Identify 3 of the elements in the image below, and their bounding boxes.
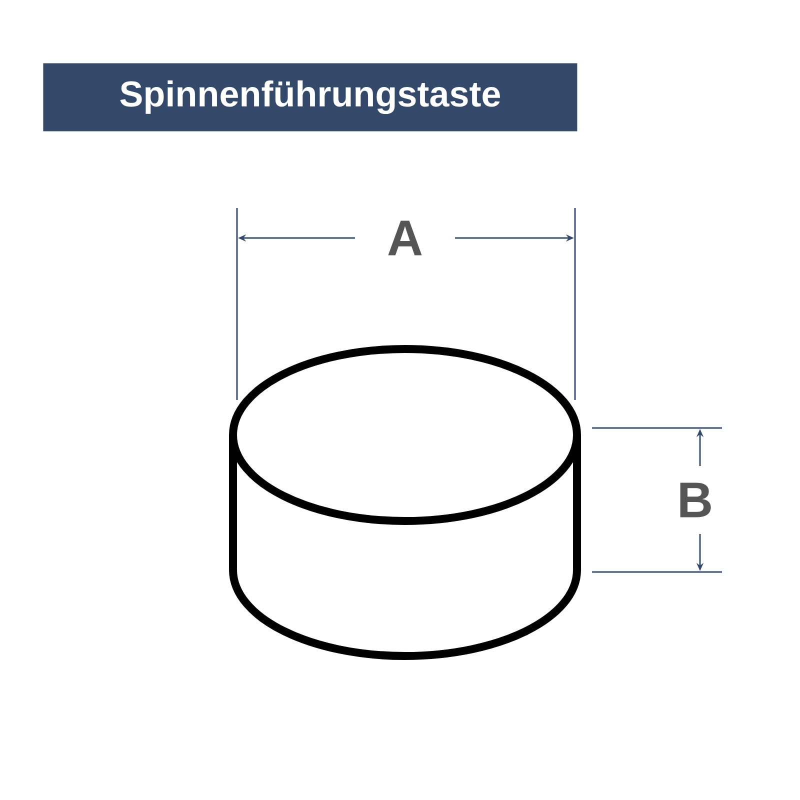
dimension-label: B <box>680 482 711 518</box>
title-banner: Spinnenführungstaste <box>43 63 578 132</box>
dimension-label: A <box>388 220 422 256</box>
